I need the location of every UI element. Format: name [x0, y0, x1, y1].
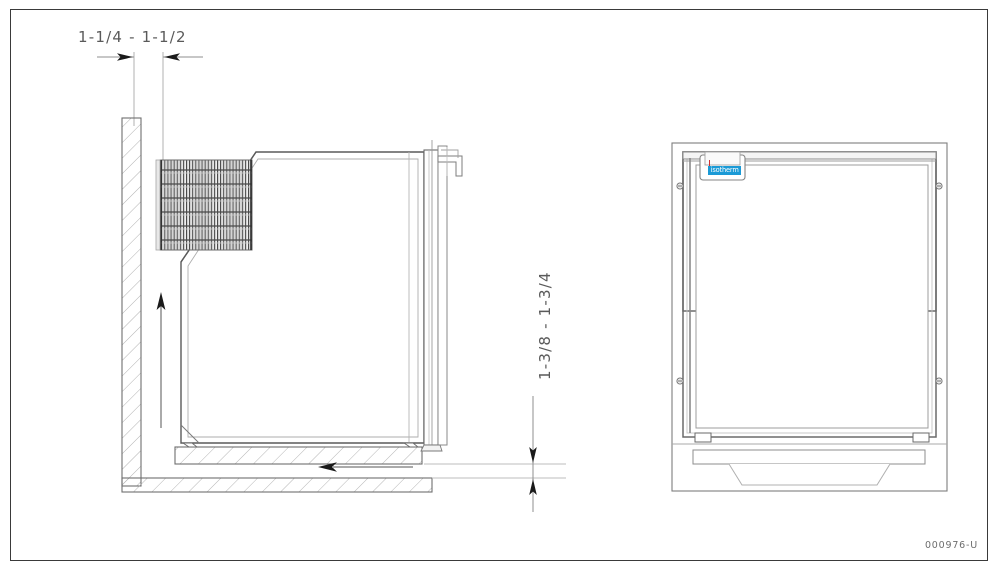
- airflow-arrow-left: [318, 462, 413, 472]
- corner-screw: [935, 377, 943, 385]
- logo-accent-mark: [709, 160, 711, 166]
- top-dimension-lines: [97, 52, 203, 168]
- corner-screw: [935, 182, 943, 190]
- right-front-elevation-view: [671, 142, 948, 492]
- bottom-dimension-lines: [424, 396, 566, 512]
- bottom-dimension-label: 1-3/8 - 1-3/4: [536, 271, 554, 380]
- door-panel: [420, 140, 448, 452]
- base-plinth: [174, 446, 423, 465]
- isotherm-logo: isotherm: [708, 166, 741, 175]
- corner-screw-group: [676, 182, 943, 385]
- corner-screw: [676, 377, 684, 385]
- wall: [121, 117, 142, 487]
- floor: [121, 477, 433, 493]
- top-dimension-label: 1-1/4 - 1-1/2: [78, 28, 187, 46]
- corner-screw: [676, 182, 684, 190]
- bottom-vent: [672, 443, 947, 486]
- drawing-number: 000976-U: [924, 540, 978, 551]
- airflow-arrow-up: [156, 292, 166, 428]
- door-handle: [437, 147, 463, 177]
- condenser-coil: [155, 159, 253, 251]
- left-side-section-view: [97, 52, 566, 512]
- bottom-feet: [694, 432, 930, 443]
- isotherm-logo-text: isotherm: [710, 166, 739, 174]
- door-panel: [695, 164, 929, 429]
